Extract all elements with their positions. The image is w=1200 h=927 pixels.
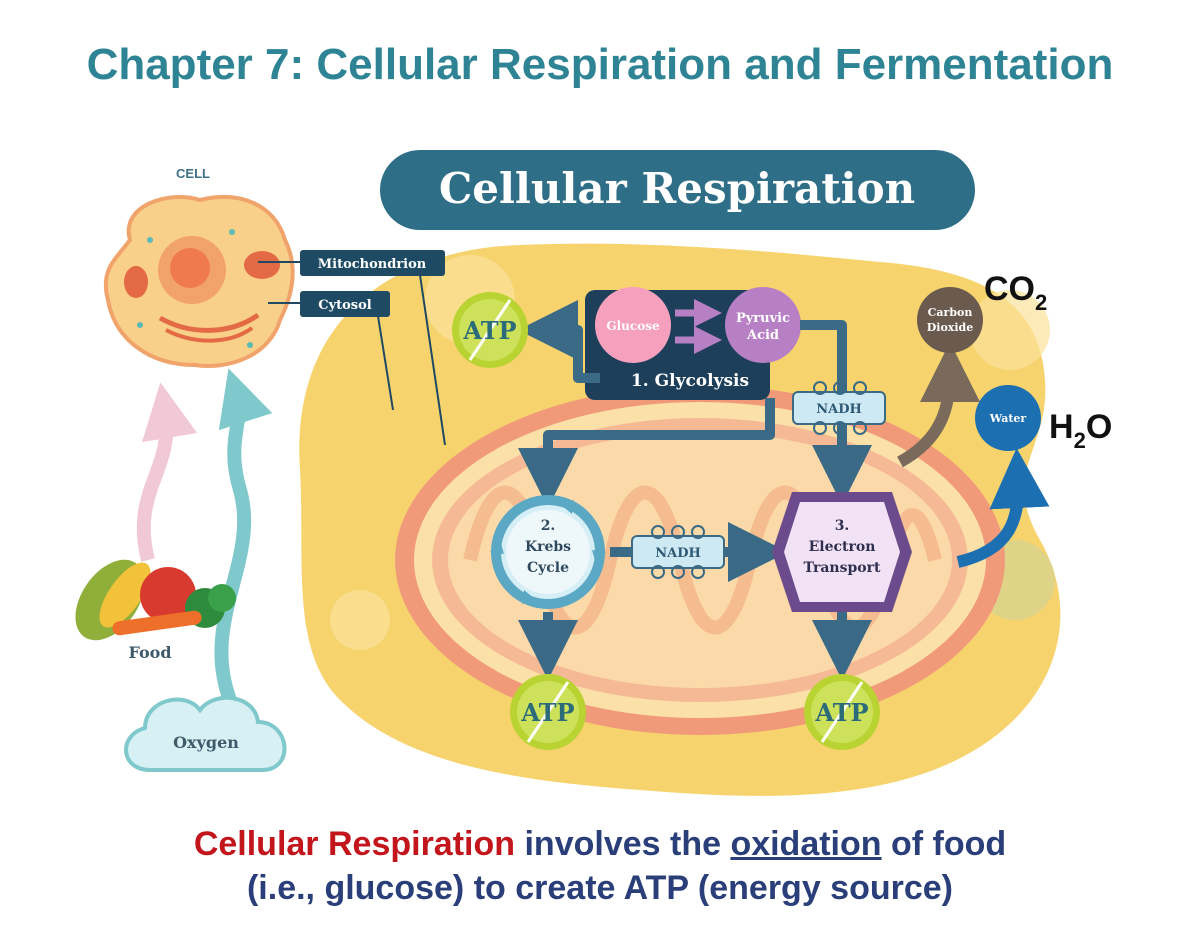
caption: Cellular Respiration involves the oxidat… bbox=[0, 822, 1200, 910]
svg-text:CO2: CO2 bbox=[984, 270, 1047, 315]
page-title: Chapter 7: Cellular Respiration and Ferm… bbox=[86, 40, 1114, 89]
co2-output-arrow bbox=[896, 342, 980, 468]
svg-text:Krebs: Krebs bbox=[525, 539, 571, 555]
svg-text:Carbon: Carbon bbox=[928, 306, 973, 319]
caption-underlined: oxidation bbox=[730, 825, 882, 863]
caption-line-2: (i.e., glucose) to create ATP (energy so… bbox=[246, 869, 953, 907]
svg-text:Electron: Electron bbox=[809, 539, 876, 555]
svg-text:Transport: Transport bbox=[804, 560, 881, 576]
mitochondrion-label: Mitochondrion bbox=[300, 250, 445, 276]
food-label: Food bbox=[128, 643, 171, 662]
svg-text:Glucose: Glucose bbox=[606, 319, 660, 333]
svg-text:H2O: H2O bbox=[1049, 408, 1112, 453]
food-illustration: Food bbox=[75, 559, 236, 662]
electron-transport-node: 3. Electron Transport bbox=[772, 492, 912, 612]
svg-text:NADH: NADH bbox=[816, 402, 862, 417]
carbon-dioxide-node: Carbon Dioxide bbox=[917, 287, 983, 353]
cytosol-label: Cytosol bbox=[300, 291, 390, 317]
oxygen-to-cell-arrow bbox=[214, 368, 273, 703]
svg-text:ATP: ATP bbox=[814, 698, 868, 727]
cell-label: CELL bbox=[176, 166, 210, 181]
banner: Cellular Respiration bbox=[380, 150, 975, 230]
glycolysis-label: 1. Glycolysis bbox=[631, 371, 749, 391]
water-output-arrow bbox=[956, 448, 1050, 568]
pyruvic-acid-node: Pyruvic Acid bbox=[725, 287, 801, 363]
caption-highlight: Cellular Respiration bbox=[193, 825, 516, 863]
svg-text:Cytosol: Cytosol bbox=[318, 298, 372, 313]
caption-text-a: involves the bbox=[515, 825, 731, 863]
svg-text:Water: Water bbox=[989, 412, 1027, 425]
svg-text:3.: 3. bbox=[835, 518, 850, 534]
svg-text:ATP: ATP bbox=[520, 698, 574, 727]
oxygen-cloud: Oxygen bbox=[124, 695, 287, 772]
svg-text:Dioxide: Dioxide bbox=[927, 321, 973, 334]
h2o-formula: H2O bbox=[1049, 408, 1112, 453]
co2-formula: CO2 bbox=[984, 270, 1047, 315]
food-to-cell-arrow bbox=[136, 382, 198, 562]
svg-text:Acid: Acid bbox=[746, 328, 779, 343]
svg-text:Cycle: Cycle bbox=[527, 560, 569, 576]
cell-illustration: CELL bbox=[103, 166, 295, 368]
svg-text:ATP: ATP bbox=[462, 316, 516, 345]
svg-text:2.: 2. bbox=[541, 518, 556, 534]
atp-glycolysis: ATP bbox=[452, 292, 528, 368]
svg-text:Pyruvic: Pyruvic bbox=[736, 311, 790, 326]
atp-krebs: ATP bbox=[510, 674, 586, 750]
atp-electron-transport: ATP bbox=[804, 674, 880, 750]
glucose-node: Glucose bbox=[595, 287, 671, 363]
pyruvic-to-krebs-arrow bbox=[518, 398, 775, 508]
svg-text:Mitochondrion: Mitochondrion bbox=[318, 257, 427, 272]
krebs-cycle-node: 2. Krebs Cycle bbox=[490, 495, 606, 609]
water-node: Water bbox=[975, 385, 1041, 451]
banner-title: Cellular Respiration bbox=[439, 164, 915, 213]
caption-line-1: Cellular Respiration involves the oxidat… bbox=[0, 822, 1200, 866]
glycolysis-to-atp-arrow bbox=[518, 300, 600, 383]
oxygen-label: Oxygen bbox=[173, 733, 239, 752]
svg-text:NADH: NADH bbox=[655, 546, 701, 561]
caption-text-b: of food bbox=[881, 825, 1007, 863]
nadh-top: NADH bbox=[792, 381, 886, 435]
nadh-middle: NADH bbox=[631, 525, 725, 579]
